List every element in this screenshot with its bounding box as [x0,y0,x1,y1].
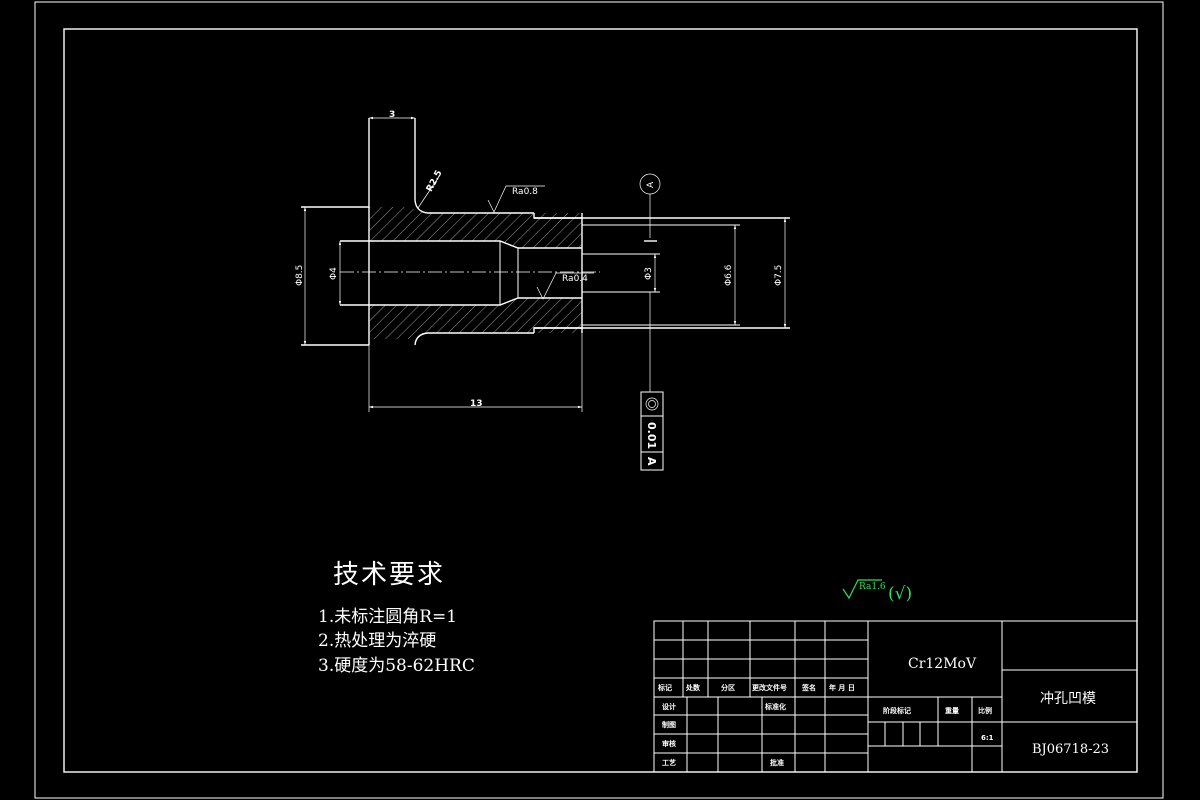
tb-drawing-no: BJ06718-23 [1032,742,1109,757]
tb-header-change-doc: 更改文件号 [752,683,787,692]
roughness-inner: Ra0.4 [562,274,588,284]
tb-scale: 6:1 [981,734,994,742]
dimensions: 3 R2.5 Ra0.8 Ra0.4 Φ8.5 Φ4 Φ3 Φ6.6 Φ7.5 … [295,110,787,412]
note-3: 3.硬度为58-62HRC [318,656,475,676]
dim-dia-mid: Φ6.6 [724,264,734,286]
tb-header-zone: 分区 [721,683,735,692]
tolerance-frame: 0.01 A [640,391,664,471]
dim-radius: R2.5 [425,169,445,194]
tolerance-value: 0.01 [645,422,658,449]
tb-scale-label: 比例 [978,706,992,715]
dim-dia-hole: Φ3 [644,267,654,280]
tb-part-name: 冲孔凹模 [1040,691,1096,707]
tb-drafting: 制图 [662,720,676,729]
tb-header-mark: 标记 [657,683,672,692]
tb-header-signature: 签名 [801,683,816,692]
notes-title: 技术要求 [333,560,445,590]
inner-border [63,28,1138,773]
dim-dia-bore-left: Φ4 [329,267,339,280]
dim-top-width: 3 [389,110,395,120]
tb-stage: 阶段标记 [883,706,911,715]
datum-label: A [646,181,656,188]
tb-approve: 批准 [770,758,784,767]
tb-design: 设计 [662,702,676,711]
hatch-bottom-wall [369,298,582,339]
outer-border [34,1,1164,799]
tb-weight: 重量 [945,706,959,715]
dim-dia-right: Φ7.5 [774,265,784,286]
tb-process: 工艺 [662,758,676,767]
dim-length: 13 [470,399,483,409]
tolerance-datum: A [645,457,658,466]
tb-header-date: 年 月 日 [829,683,855,692]
general-roughness-suffix: (√) [888,584,912,604]
general-roughness: Ra1.6 (√) [842,579,912,604]
dim-dia-outer-left: Φ8.5 [295,265,305,286]
technical-notes: 技术要求 1.未标注圆角R=1 2.热处理为淬硬 3.硬度为58-62HRC [318,560,475,676]
hatch-top-wall [369,207,582,248]
note-1: 1.未标注圆角R=1 [318,607,457,627]
tb-standardize: 标准化 [764,702,786,711]
tb-header-count: 处数 [685,683,701,692]
roughness-outer: Ra0.8 [512,187,538,197]
tb-review: 审核 [662,739,676,748]
title-block: 标记 处数 分区 更改文件号 签名 年 月 日 设计 标准化 制图 审核 工艺 … [653,620,1138,773]
general-roughness-value: Ra1.6 [859,582,886,592]
part-section [301,118,790,346]
tb-material: Cr12MoV [908,656,977,672]
note-2: 2.热处理为淬硬 [318,631,436,651]
